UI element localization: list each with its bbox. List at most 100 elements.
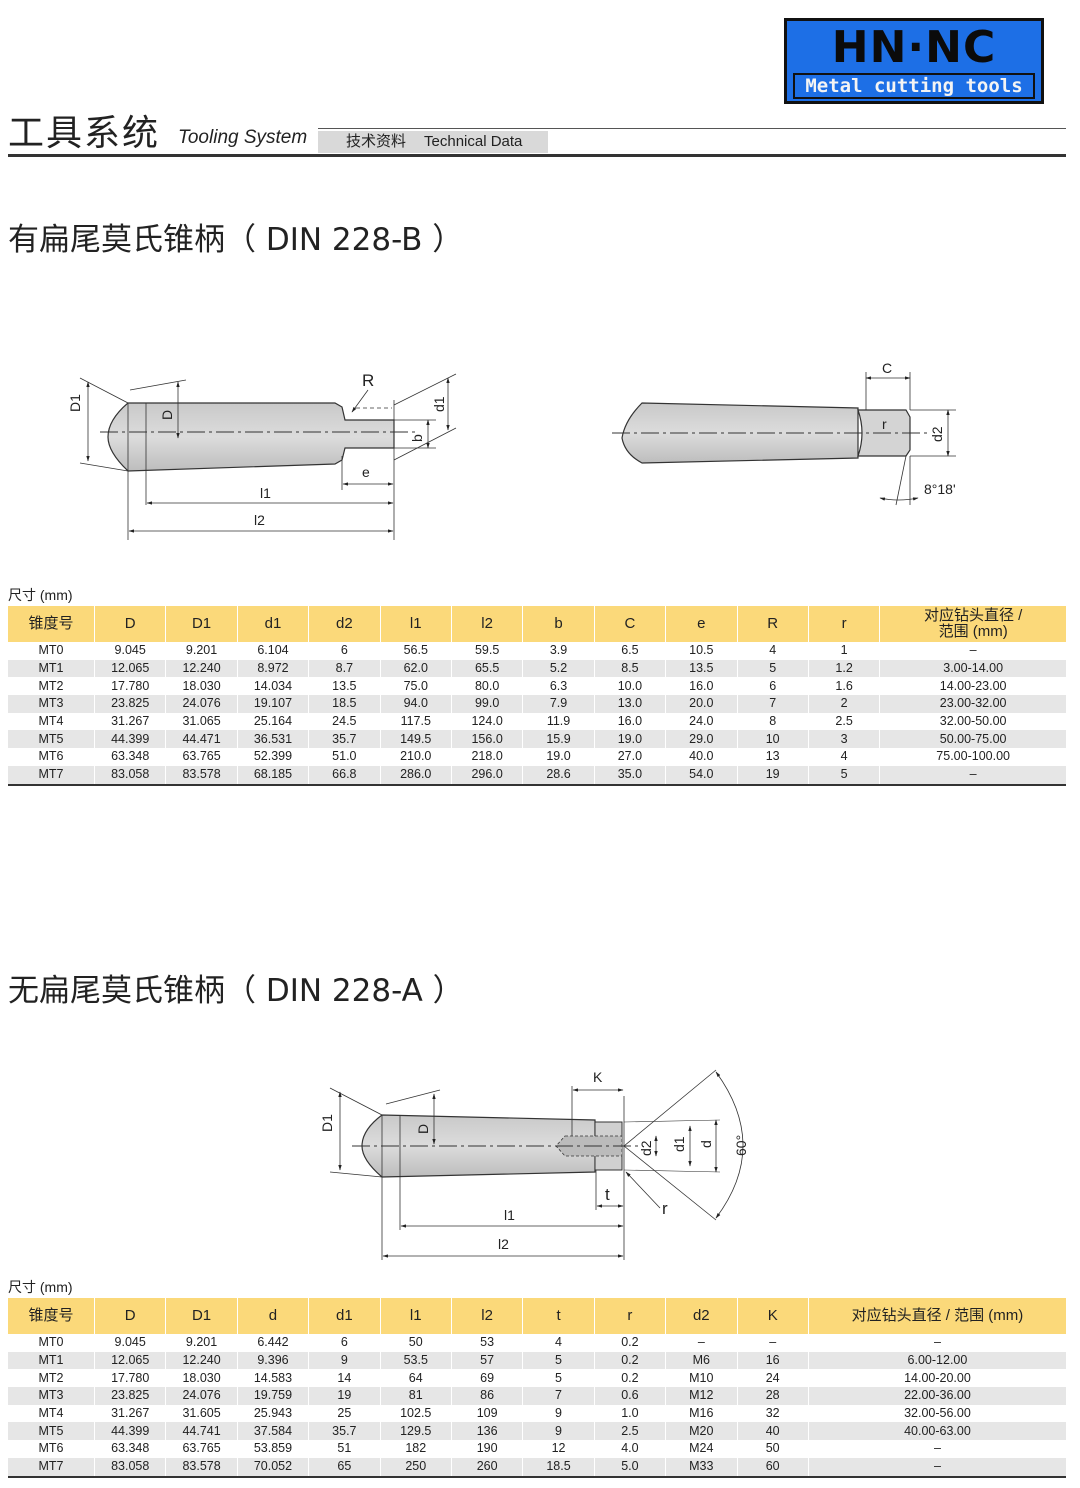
table-cell: –: [807, 1334, 1066, 1352]
table-cell: –: [879, 642, 1066, 660]
label2-D1: D1: [319, 1114, 335, 1132]
table-cell: 54.0: [665, 765, 737, 786]
label2-d: d: [698, 1140, 714, 1148]
label-r: r: [882, 416, 887, 432]
table-cell: 0.2: [593, 1334, 666, 1352]
table-cell: 81: [379, 1387, 452, 1405]
table-cell: 44.399: [93, 1422, 166, 1441]
table-cell: 86: [450, 1387, 523, 1405]
table-cell: MT1: [8, 659, 95, 678]
label-l2: l2: [254, 512, 265, 528]
table-cell: –: [665, 1334, 737, 1352]
label-l1: l1: [260, 485, 271, 501]
table-cell: 31.605: [165, 1404, 238, 1423]
table-cell: 9.201: [165, 1334, 238, 1352]
table-cell: 8.972: [236, 659, 309, 678]
table-cell: 19.107: [236, 695, 309, 713]
table-cell: MT1: [8, 1351, 95, 1370]
table-cell: 16.0: [593, 712, 666, 731]
table-cell: 50: [379, 1334, 452, 1352]
column-header: l2: [450, 1298, 523, 1334]
shank-with-tang-drawing: D1 D R d1 b e l1 l2: [67, 371, 457, 540]
section2-diagram: D1 D K d2 d1 d 60° t r l1 l2: [319, 1069, 749, 1260]
column-header: d2: [665, 1298, 737, 1334]
table-cell: 18.030: [165, 677, 238, 696]
table-cell: 40: [736, 1422, 809, 1441]
section-tab-cn: 技术资料: [346, 133, 407, 150]
table-cell: 69: [450, 1369, 523, 1388]
table-cell: 9: [522, 1422, 595, 1441]
column-header: D: [93, 1298, 166, 1334]
table-cell: 63.348: [93, 1440, 166, 1458]
label2-K: K: [593, 1069, 603, 1085]
table-cell: 24.5: [308, 712, 381, 731]
table-cell: 136: [450, 1422, 523, 1441]
table-cell: 1.6: [807, 677, 880, 696]
table-cell: 44.471: [165, 730, 238, 749]
section2-title: 无扁尾莫氏锥柄（ DIN 228-A ）: [8, 973, 464, 1009]
table-cell: 56.5: [379, 642, 452, 660]
table-cell: 75.00-100.00: [879, 748, 1066, 766]
label-angle: 8°18': [924, 481, 956, 497]
column-header: 对应钻头直径 / 范围 (mm): [807, 1298, 1066, 1334]
table-cell: 19.0: [522, 748, 595, 766]
table-cell: 4: [522, 1334, 595, 1352]
header-rule-thin: [318, 128, 1066, 129]
table-cell: 9.045: [93, 642, 166, 660]
table-cell: –: [807, 1457, 1066, 1478]
table-cell: 2: [807, 695, 880, 713]
table-cell: 19.759: [236, 1387, 309, 1405]
table-cell: 32.00-56.00: [807, 1404, 1066, 1423]
table-cell: 149.5: [379, 730, 452, 749]
table-cell: 19.0: [593, 730, 666, 749]
table-cell: –: [807, 1440, 1066, 1458]
brand-logo: HN·NC Metal cutting tools: [784, 18, 1044, 104]
table-cell: 44.399: [93, 730, 166, 749]
table-cell: 62.0: [379, 659, 452, 678]
column-header: t: [522, 1298, 595, 1334]
table-cell: 64: [379, 1369, 452, 1388]
table-cell: 99.0: [450, 695, 523, 713]
table-cell: 24.076: [165, 1387, 238, 1405]
table-cell: M20: [665, 1422, 737, 1441]
table-cell: 5: [522, 1351, 595, 1370]
table-cell: 13.5: [665, 659, 737, 678]
table-cell: 68.185: [236, 765, 309, 786]
table-cell: 25: [308, 1404, 381, 1423]
label2-l1: l1: [504, 1207, 515, 1223]
table-cell: 129.5: [379, 1422, 452, 1441]
table-cell: MT3: [8, 1387, 95, 1405]
table-cell: 65.5: [450, 659, 523, 678]
table-cell: 6: [736, 677, 809, 696]
table-cell: 3: [807, 730, 880, 749]
table-cell: 31.267: [93, 712, 166, 731]
table-cell: 3.00-14.00: [879, 659, 1066, 678]
table-cell: 44.741: [165, 1422, 238, 1441]
table-cell: 83.058: [93, 1457, 166, 1478]
table-cell: 14: [308, 1369, 381, 1388]
column-header: 锥度号: [8, 1298, 95, 1334]
column-header: d2: [308, 606, 381, 642]
table-cell: 59.5: [450, 642, 523, 660]
shank-without-tang-drawing: D1 D K d2 d1 d 60° t r l1 l2: [319, 1069, 749, 1260]
table-cell: 5: [807, 765, 880, 786]
label2-d2: d2: [638, 1140, 654, 1156]
label2-r: r: [662, 1199, 668, 1218]
table-cell: 2.5: [593, 1422, 666, 1441]
table-cell: MT2: [38, 678, 64, 693]
table-cell: 53.859: [236, 1440, 309, 1458]
table-cell: MT5: [8, 730, 95, 749]
table-cell: 109: [450, 1404, 523, 1423]
table-cell: 124.0: [450, 712, 523, 731]
label-e: e: [362, 464, 370, 480]
label-d1: d1: [431, 396, 447, 412]
table-cell: 32.00-50.00: [879, 712, 1066, 731]
column-header: C: [593, 606, 666, 642]
